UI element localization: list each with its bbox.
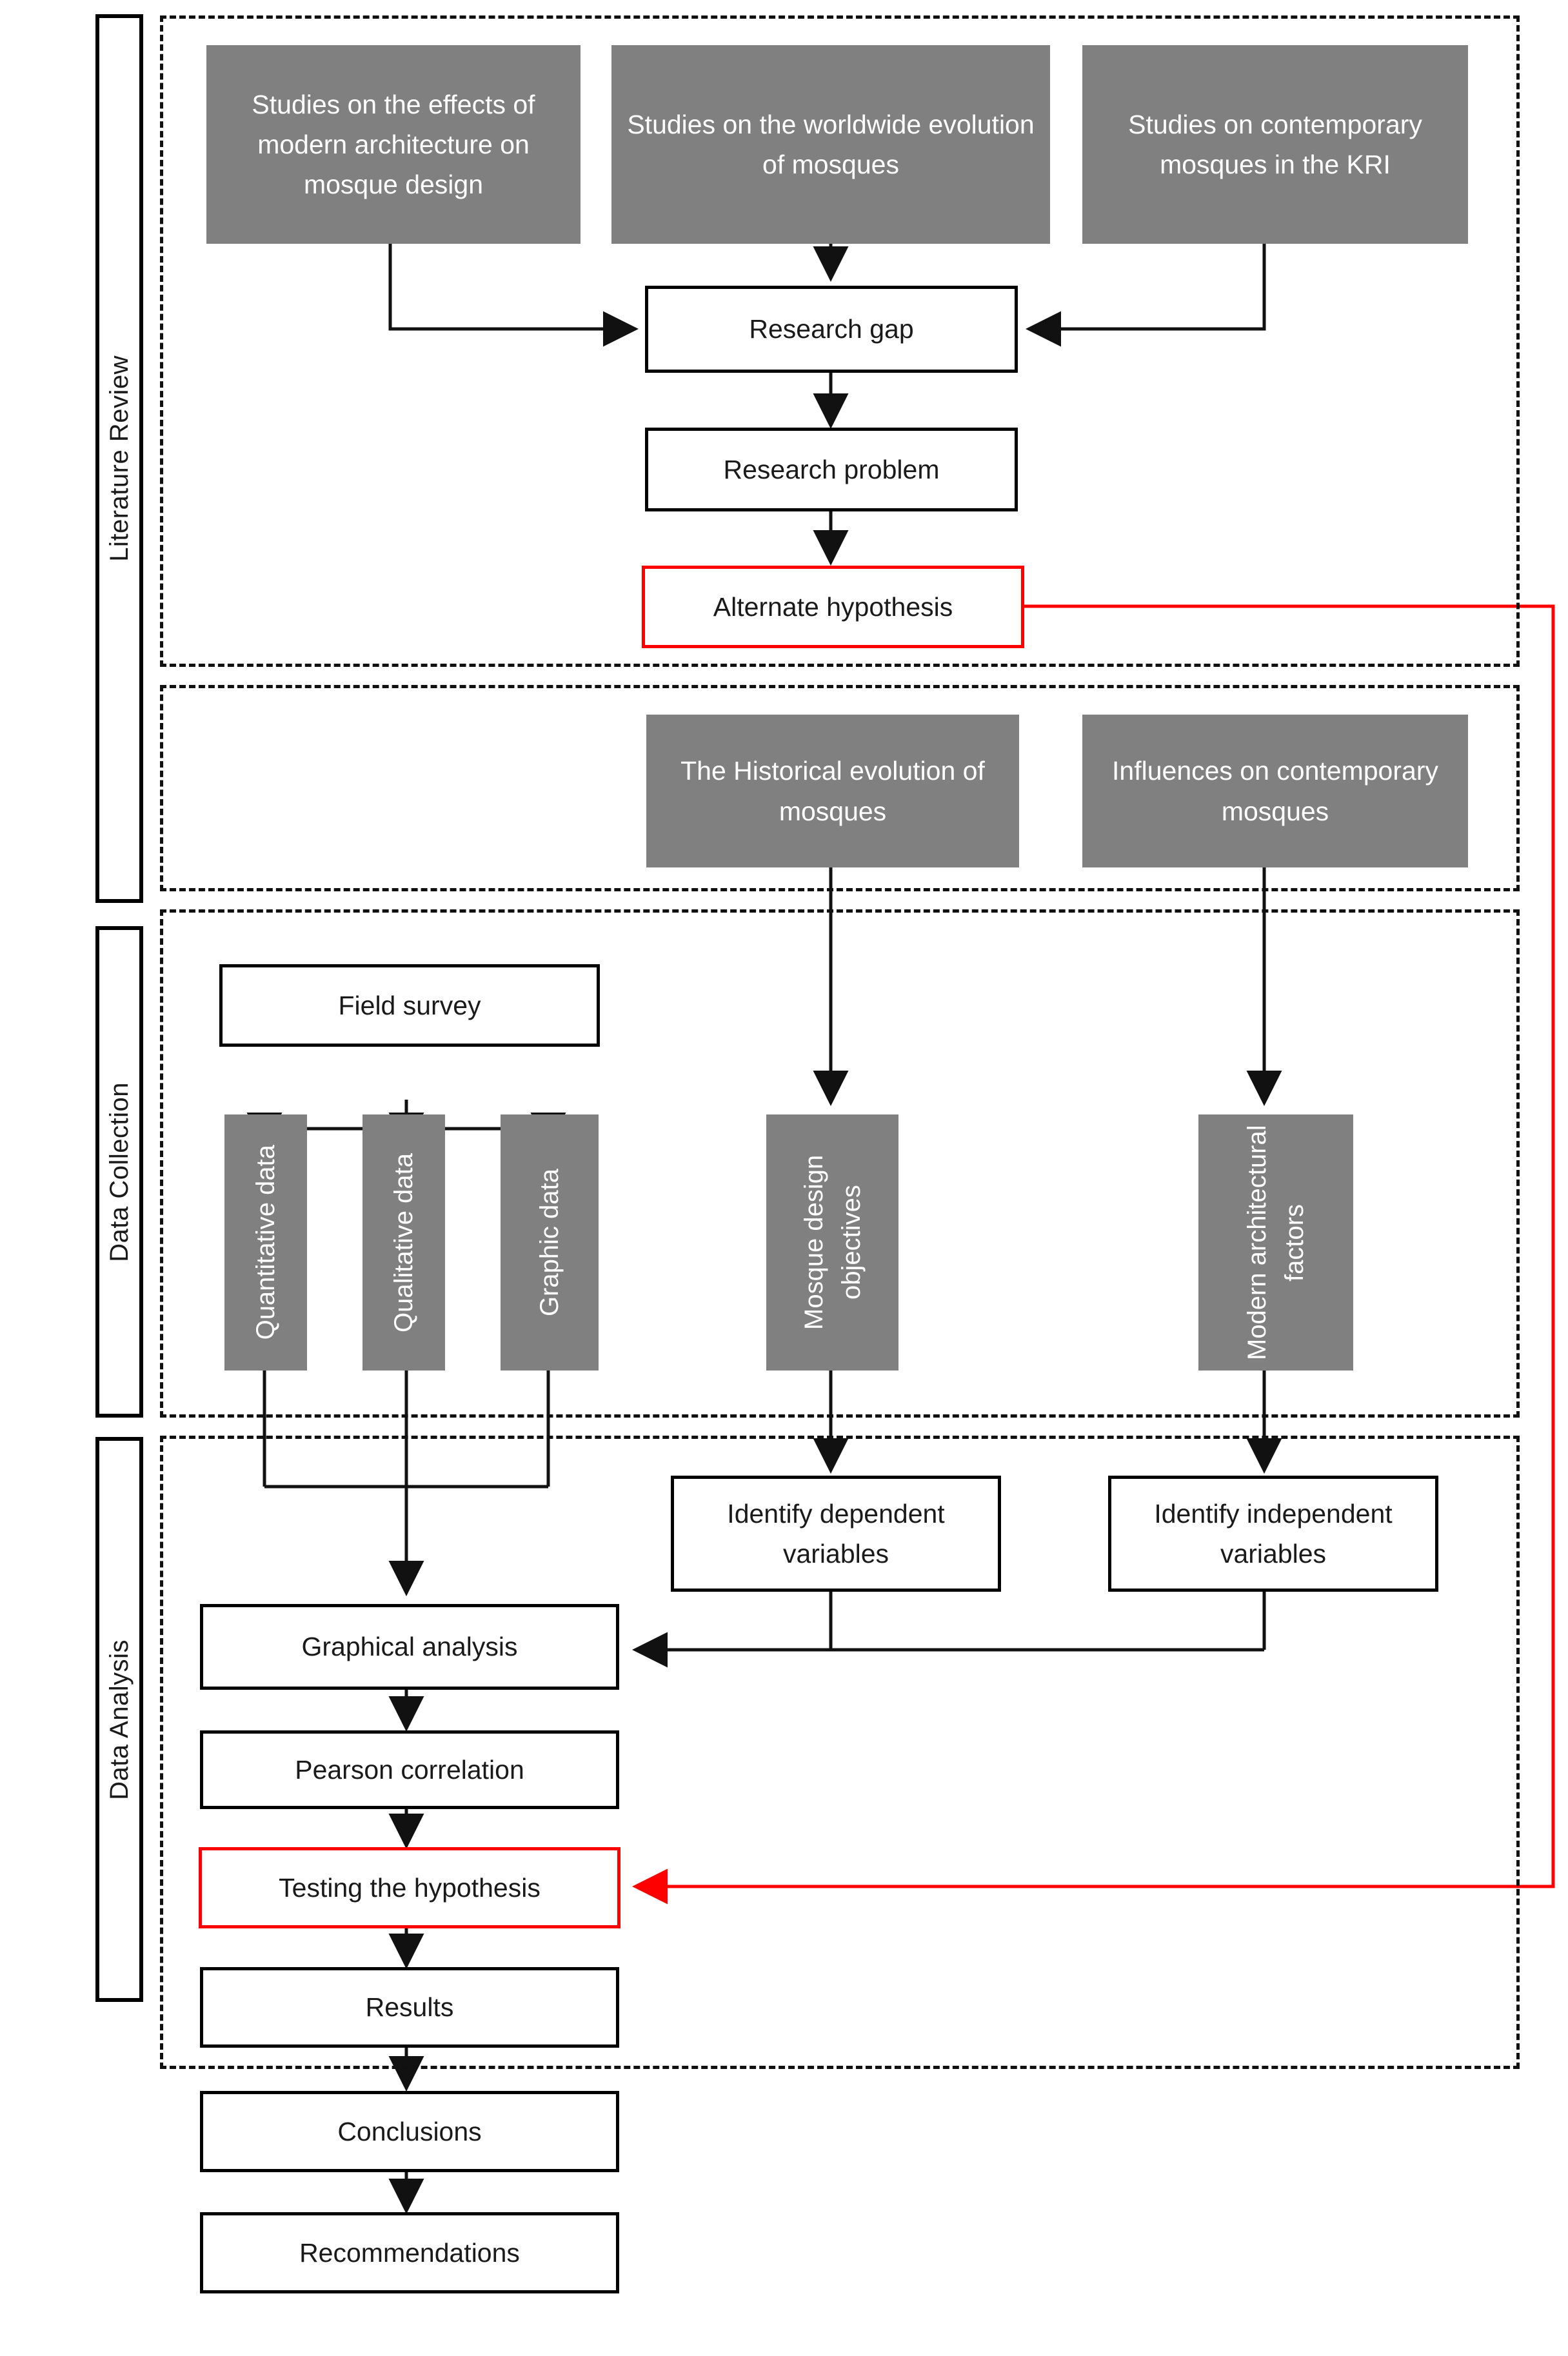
- node-identify-independent-variables[interactable]: Identify independent variables: [1108, 1476, 1438, 1592]
- node-label: Alternate hypothesis: [713, 591, 953, 622]
- section-data-collection: [160, 909, 1520, 1418]
- phase-label-text: Data Analysis: [104, 1639, 134, 1800]
- node-research-gap[interactable]: Research gap: [645, 286, 1018, 373]
- node-label: Studies on contemporary mosques in the K…: [1128, 109, 1422, 179]
- node-modern-architectural-factors[interactable]: Modern architectural factors: [1198, 1114, 1353, 1371]
- node-label: Quantitative data: [252, 1145, 280, 1340]
- phase-label-data-collection: Data Collection: [95, 926, 143, 1418]
- node-research-problem[interactable]: Research problem: [645, 428, 1018, 511]
- phase-label-text: Literature Review: [104, 355, 134, 562]
- node-label: Identify dependent variables: [727, 1498, 945, 1569]
- phase-label-data-analysis: Data Analysis: [95, 1437, 143, 2002]
- node-quantitative-data[interactable]: Quantitative data: [224, 1114, 307, 1371]
- node-label: The Historical evolution of mosques: [680, 756, 985, 826]
- node-label: Research gap: [749, 314, 914, 344]
- node-alternate-hypothesis[interactable]: Alternate hypothesis: [642, 566, 1024, 648]
- node-graphic-data[interactable]: Graphic data: [501, 1114, 599, 1371]
- node-label: Recommendations: [299, 2237, 520, 2268]
- node-historical-evolution-mosques[interactable]: The Historical evolution of mosques: [646, 715, 1019, 867]
- node-label: Identify independent variables: [1154, 1498, 1393, 1569]
- node-label: Conclusions: [337, 2116, 482, 2146]
- node-label: Testing the hypothesis: [279, 1872, 541, 1903]
- node-influences-contemporary-mosques[interactable]: Influences on contemporary mosques: [1082, 715, 1468, 867]
- node-label: Pearson correlation: [295, 1754, 524, 1785]
- node-label: Field survey: [338, 990, 481, 1020]
- node-mosque-design-objectives[interactable]: Mosque design objectives: [766, 1114, 898, 1371]
- node-label: Graphic data: [535, 1168, 564, 1317]
- node-label: Influences on contemporary mosques: [1112, 756, 1438, 826]
- node-label: Mosque design objectives: [799, 1154, 866, 1331]
- node-pearson-correlation[interactable]: Pearson correlation: [200, 1730, 619, 1809]
- section-theory-inputs: [160, 685, 1520, 891]
- node-studies-modern-architecture[interactable]: Studies on the effects of modern archite…: [206, 45, 581, 244]
- node-studies-contemporary-kri[interactable]: Studies on contemporary mosques in the K…: [1082, 45, 1468, 244]
- section-data-analysis: [160, 1436, 1520, 2069]
- phase-label-text: Data Collection: [104, 1082, 134, 1262]
- node-conclusions[interactable]: Conclusions: [200, 2091, 619, 2172]
- node-testing-the-hypothesis[interactable]: Testing the hypothesis: [199, 1847, 620, 1928]
- node-qualitative-data[interactable]: Qualitative data: [362, 1114, 445, 1371]
- phase-label-literature-review: Literature Review: [95, 14, 143, 903]
- node-recommendations[interactable]: Recommendations: [200, 2212, 619, 2293]
- node-results[interactable]: Results: [200, 1967, 619, 2048]
- node-label: Qualitative data: [390, 1153, 418, 1332]
- node-identify-dependent-variables[interactable]: Identify dependent variables: [671, 1476, 1001, 1592]
- node-label: Graphical analysis: [301, 1632, 518, 1662]
- node-label: Results: [365, 1992, 454, 2023]
- node-label: Studies on the worldwide evolution of mo…: [627, 109, 1035, 179]
- node-label: Research problem: [723, 454, 940, 484]
- node-studies-worldwide-evolution[interactable]: Studies on the worldwide evolution of mo…: [611, 45, 1050, 244]
- node-graphical-analysis[interactable]: Graphical analysis: [200, 1604, 619, 1690]
- node-label: Studies on the effects of modern archite…: [252, 89, 535, 200]
- section-literature-review: [160, 15, 1520, 667]
- node-field-survey[interactable]: Field survey: [219, 964, 600, 1047]
- node-label: Modern architectural factors: [1243, 1125, 1309, 1360]
